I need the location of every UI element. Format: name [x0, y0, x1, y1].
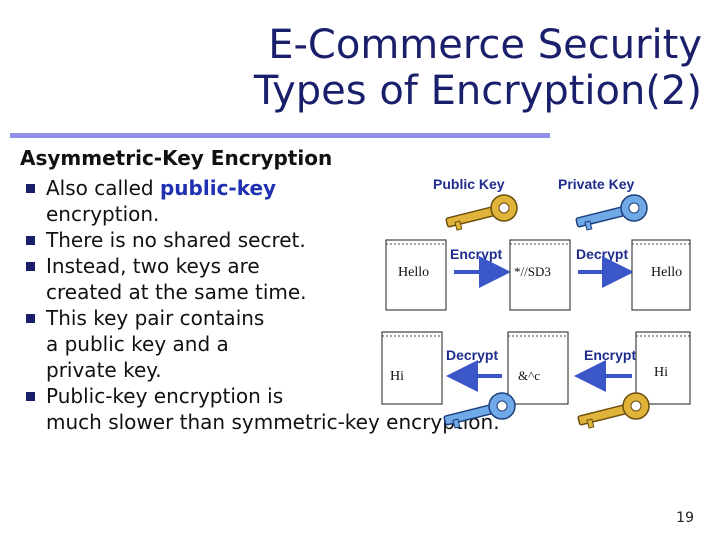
- bullet-text: a public key and a: [46, 332, 229, 356]
- plaintext-hi-left: Hi: [390, 369, 404, 384]
- section-heading: Asymmetric-Key Encryption: [20, 146, 333, 170]
- notepad-icon: [385, 239, 447, 311]
- title-line-1: E-Commerce Security: [268, 22, 702, 68]
- bullet-item: Public-key encryption is much slower tha…: [26, 383, 646, 435]
- highlight-term: public-key: [159, 176, 277, 200]
- bullet-text: private key.: [46, 358, 162, 382]
- bullet-item: There is no shared secret.: [26, 227, 646, 253]
- plaintext-hello-right: Hello: [651, 265, 682, 280]
- bullet-item: Instead, two keys are created at the sam…: [26, 253, 646, 305]
- bullet-item: This key pair contains a public key and …: [26, 305, 646, 383]
- bullet-text: There is no shared secret.: [46, 228, 306, 252]
- notepad-icon: [631, 239, 691, 311]
- encryption-diagram: Public Key Private Key Hello Encrypt *//…: [381, 176, 691, 429]
- private-key-bottom-icon: [443, 392, 516, 429]
- decrypt-label-bottom: Decrypt: [446, 347, 498, 363]
- private-key-top-icon: [575, 194, 648, 231]
- public-key-top-icon: [445, 194, 518, 231]
- bullet-square-icon: [26, 184, 35, 193]
- notepad-icon: [635, 331, 691, 405]
- bullet-text: created at the same time.: [46, 280, 307, 304]
- ciphertext-top: *//SD3: [514, 264, 551, 279]
- notepad-icon: [381, 331, 443, 405]
- notepad-icon: [509, 239, 571, 311]
- title-rule: [10, 133, 550, 138]
- page-number: 19: [676, 510, 694, 526]
- bullet-list: Also called public-key encryption. There…: [26, 175, 646, 435]
- bullet-text: much slower than symmetric-key encryptio…: [46, 410, 500, 434]
- slide-title: E-Commerce Security Types of Encryption(…: [102, 22, 702, 114]
- bullet-text: encryption.: [46, 202, 160, 226]
- bullet-square-icon: [26, 314, 35, 323]
- bullet-square-icon: [26, 262, 35, 271]
- private-key-label: Private Key: [558, 176, 634, 192]
- bullet-text: Public-key encryption is: [46, 384, 284, 408]
- bullet-text: Instead, two keys are: [46, 254, 260, 278]
- encrypt-label-top: Encrypt: [450, 246, 502, 262]
- plaintext-hello-top: Hello: [398, 265, 429, 280]
- bullet-square-icon: [26, 236, 35, 245]
- bullet-item: Also called public-key encryption.: [26, 175, 646, 227]
- bullet-square-icon: [26, 392, 35, 401]
- notepad-icon: [507, 331, 569, 405]
- bullet-text: Also called: [46, 176, 160, 200]
- public-key-label: Public Key: [433, 176, 505, 192]
- bullet-text: This key pair contains: [46, 306, 265, 330]
- encrypt-label-bottom: Encrypt: [584, 347, 636, 363]
- public-key-bottom-icon: [577, 392, 650, 429]
- ciphertext-bottom: &^c: [518, 368, 540, 383]
- title-line-2: Types of Encryption(2): [253, 68, 702, 114]
- decrypt-label-top: Decrypt: [576, 246, 628, 262]
- plaintext-hi-right: Hi: [654, 365, 668, 380]
